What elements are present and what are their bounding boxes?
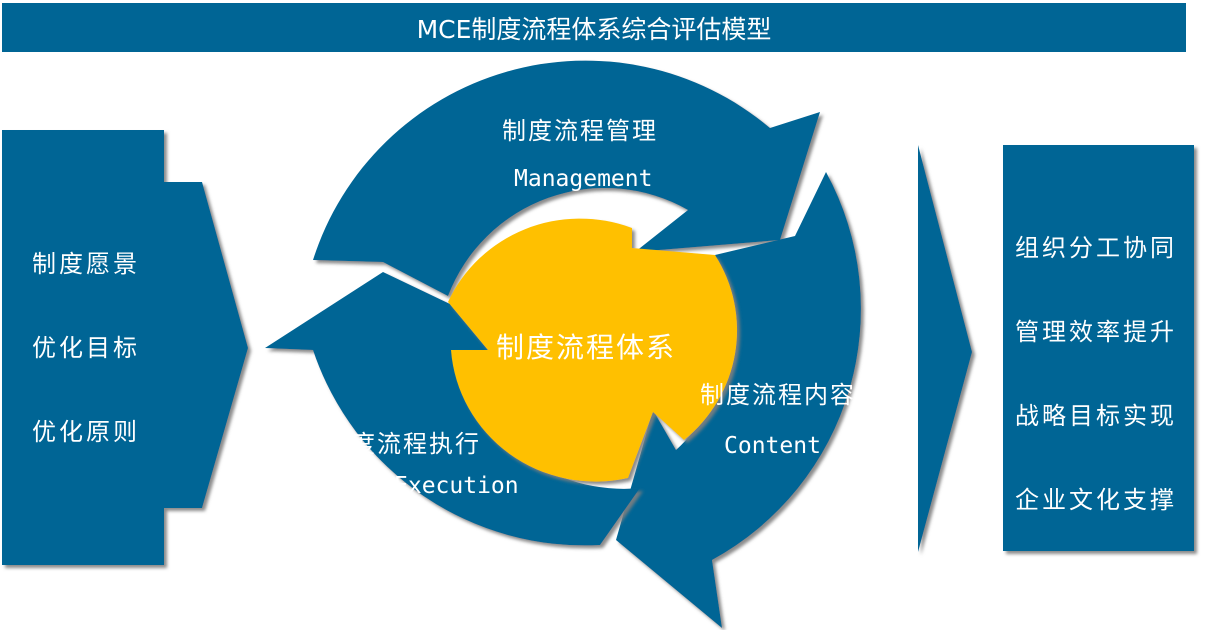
right-chevron-arrow [918,145,972,552]
execution-en-label: Execution [394,473,519,499]
core-circle [448,218,738,482]
content-cn-label: 制度流程内容 [700,381,856,409]
execution-cn-label: 制度流程执行 [325,430,481,458]
right-item-strategy: 战略目标实现 [1015,402,1177,430]
content-arc [616,172,861,628]
left-item-vision: 制度愿景 [32,250,140,278]
diagram-title: MCE制度流程体系综合评估模型 [2,3,1186,52]
content-en-label: Content [724,433,821,459]
management-cn-label: 制度流程管理 [502,117,658,145]
right-item-efficiency: 管理效率提升 [1015,318,1177,346]
left-item-principle: 优化原则 [32,418,140,446]
right-output-box [1003,145,1194,551]
right-item-coordination: 组织分工协同 [1015,234,1177,262]
management-arc [313,60,820,296]
left-input-arrow [2,130,248,565]
execution-arc [265,272,640,546]
core-label: 制度流程体系 [496,331,677,364]
left-item-goal: 优化目标 [32,334,140,362]
management-en-label: Management [514,166,653,192]
right-item-culture: 企业文化支撑 [1015,486,1177,514]
